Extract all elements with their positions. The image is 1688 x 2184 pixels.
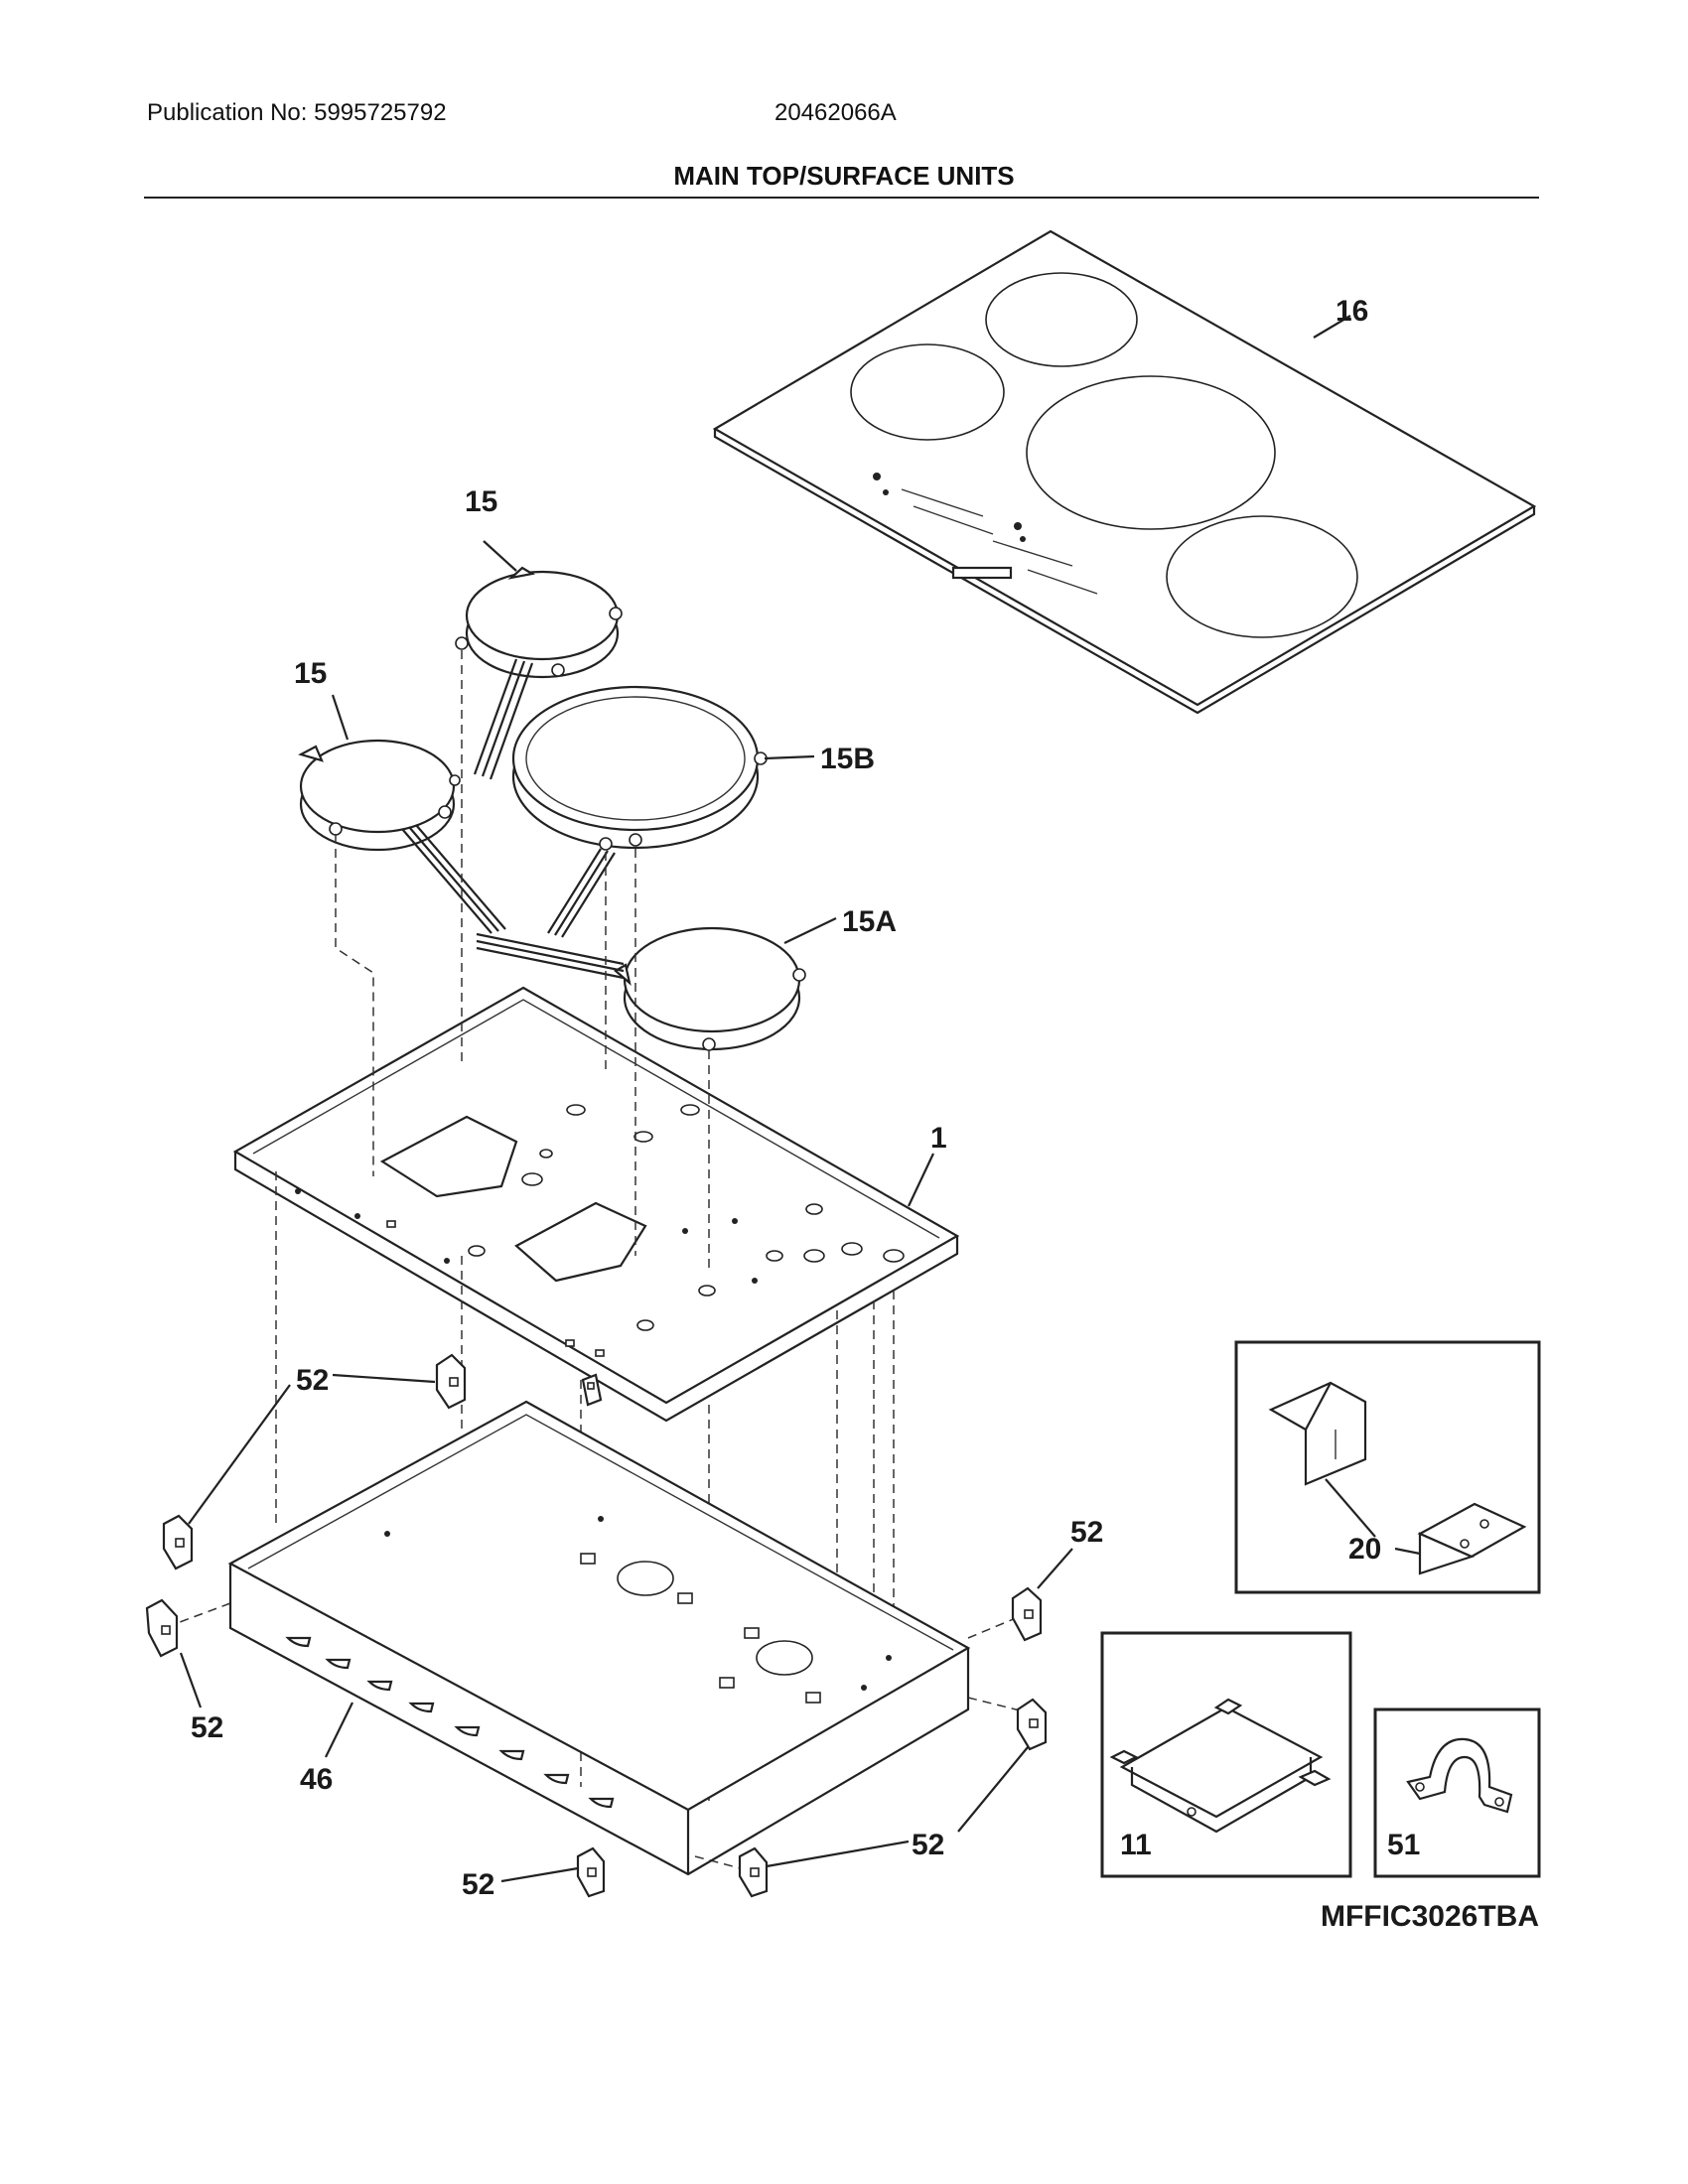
callout-1: 1: [930, 1122, 947, 1155]
box-slots: [285, 1516, 892, 1809]
callout-51: 51: [1387, 1829, 1420, 1861]
inset-box-part-20[interactable]: [1234, 1340, 1541, 1594]
clip-part-52-bottom-left[interactable]: [145, 1598, 179, 1658]
callout-52-bottom-left: 52: [191, 1711, 223, 1744]
clip-part-52-top-left[interactable]: [435, 1353, 467, 1410]
callout-15-left: 15: [294, 657, 327, 690]
inset-box-part-11[interactable]: [1100, 1631, 1352, 1878]
leader-52-br: [957, 1746, 1029, 1833]
callout-20: 20: [1348, 1533, 1381, 1566]
callout-46: 46: [300, 1763, 333, 1796]
callout-16: 16: [1336, 295, 1368, 328]
inset-box-part-51[interactable]: [1373, 1707, 1541, 1878]
element-part-15a[interactable]: [476, 926, 806, 1051]
callout-11: 11: [1120, 1829, 1152, 1861]
element-part-15b[interactable]: [511, 685, 768, 938]
callout-52-top-left: 52: [296, 1364, 329, 1397]
leader-52-bf: [500, 1866, 579, 1883]
callout-15a: 15A: [842, 905, 897, 938]
clip-part-52-left[interactable]: [162, 1514, 194, 1570]
leader-20b: [1394, 1547, 1421, 1556]
document-number: 20462066A: [774, 99, 897, 126]
clip-part-52-pan-front[interactable]: [581, 1373, 603, 1407]
control-panel-markings: [873, 473, 1098, 595]
title-rule: [144, 197, 1539, 199]
model-number: MFFIC3026TBA: [1321, 1900, 1539, 1933]
leader-15b: [764, 754, 815, 760]
leader-15-left: [331, 694, 350, 741]
leader-52-l: [188, 1384, 291, 1525]
clip-part-52-bottom-right[interactable]: [1016, 1698, 1048, 1751]
callout-52-bottom: 52: [462, 1868, 494, 1901]
element-part-15-top[interactable]: [455, 566, 623, 780]
leader-1: [908, 1153, 934, 1207]
leader-20: [1325, 1478, 1376, 1538]
leader-15-top: [483, 540, 517, 572]
callout-52-right: 52: [1070, 1516, 1103, 1549]
clip-part-52-bottom-center[interactable]: [738, 1846, 769, 1898]
element-part-15-left[interactable]: [298, 739, 506, 934]
pan-holes: [295, 1104, 905, 1357]
publication-number: Publication No: 5995725792: [147, 99, 447, 126]
leader-52-tl: [332, 1373, 436, 1384]
callout-52-bottom-right: 52: [912, 1829, 944, 1861]
leader-52-bl: [179, 1652, 203, 1708]
leader-52-b: [766, 1840, 910, 1868]
leader-46: [325, 1702, 353, 1758]
section-title: MAIN TOP/SURFACE UNITS: [673, 161, 1015, 191]
glass-cooktop-part-16[interactable]: [712, 229, 1537, 715]
leader-52-r: [1037, 1548, 1073, 1589]
callout-15b: 15B: [820, 743, 875, 775]
leader-15a: [783, 917, 837, 944]
clip-part-52-right[interactable]: [1011, 1586, 1043, 1642]
clip-part-52-bottom-front[interactable]: [576, 1846, 606, 1898]
leader-16: [1313, 315, 1351, 339]
main-top-pan-part-1[interactable]: [232, 986, 960, 1423]
callout-15-top: 15: [465, 485, 497, 518]
burner-box-part-46[interactable]: [227, 1400, 971, 1876]
